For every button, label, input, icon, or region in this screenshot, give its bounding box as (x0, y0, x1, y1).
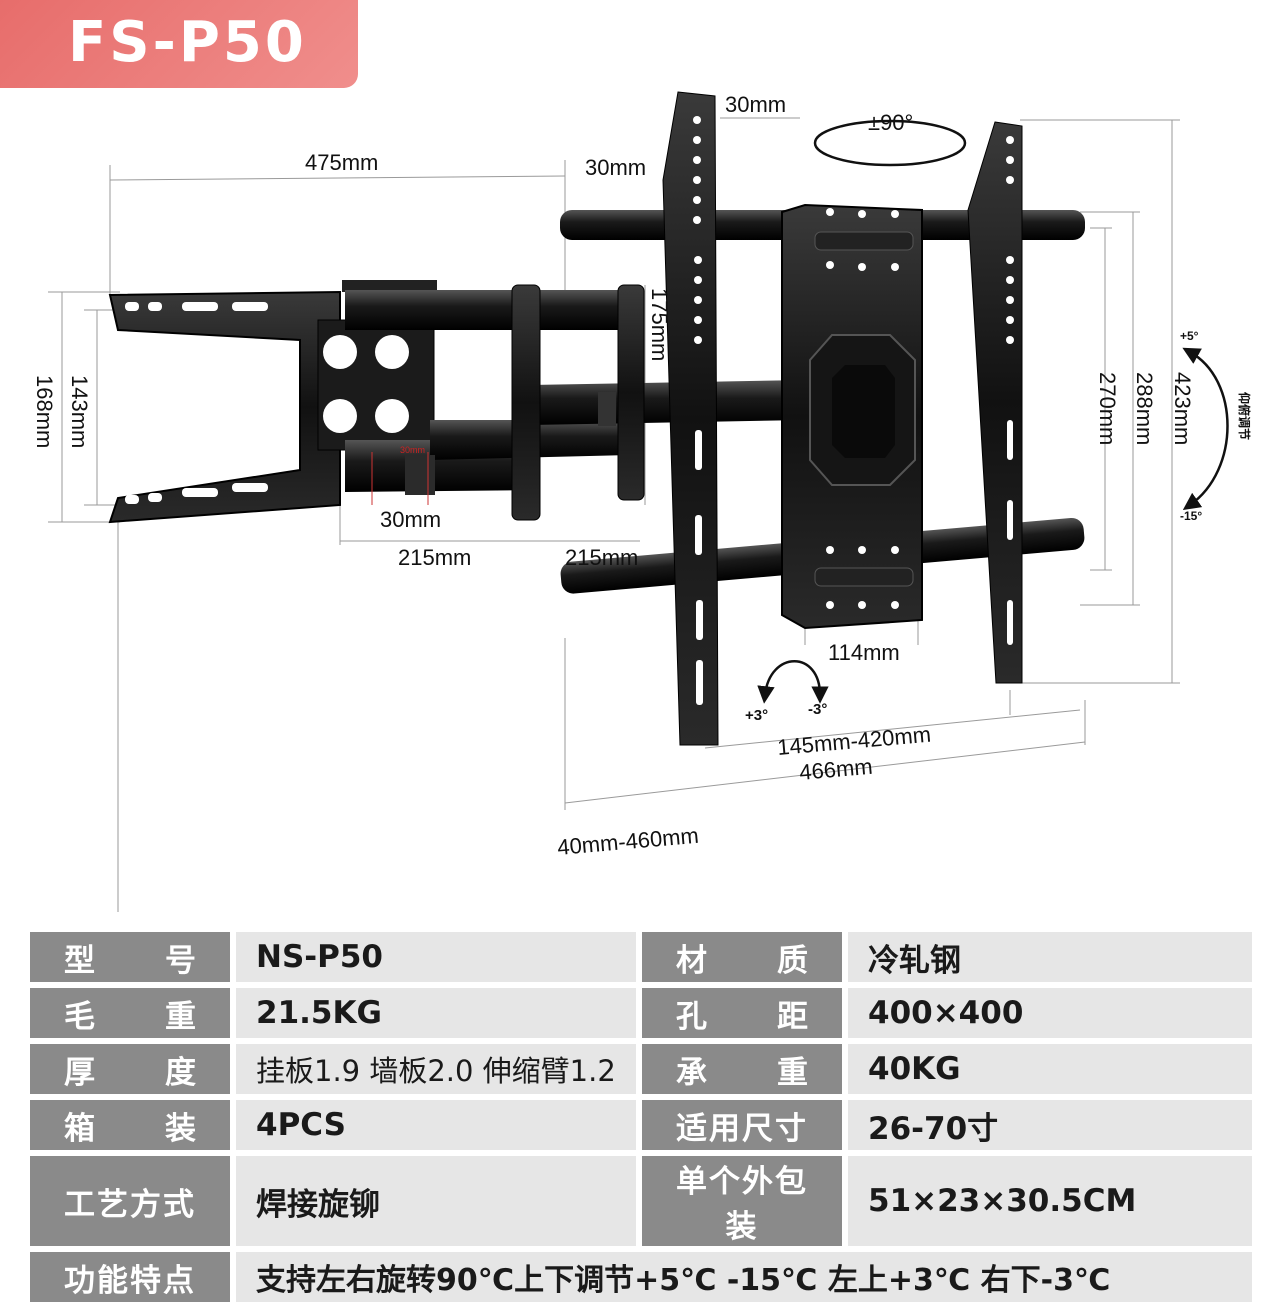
spec-row-packing: 箱装 4PCS 适用尺寸 26-70寸 (30, 1100, 1252, 1150)
spec-table: 型号 NS-P50 材质 冷轧钢 毛重 21.5KG 孔距 400×400 厚度… (30, 926, 1252, 1308)
value-packing: 4PCS (236, 1100, 636, 1150)
dim-total-width: 466mm (798, 754, 873, 785)
value-load: 40KG (848, 1044, 1252, 1094)
dim-arm-seg-1: 215mm (398, 545, 471, 570)
value-package: 51×23×30.5CM (848, 1156, 1252, 1246)
dim-tilt-down: -15° (1180, 509, 1202, 523)
dim-wall-outer: 168mm (32, 375, 57, 448)
label-process: 工艺方式 (30, 1156, 230, 1246)
dim-tilt-label: 仰俯调节 (1237, 392, 1252, 440)
value-thickness: 挂板1.9 墙板2.0 伸缩臂1.2 (236, 1044, 636, 1094)
dim-rotate: ±90° (868, 110, 913, 135)
rotation-arrows (757, 119, 1229, 704)
spec-row-weight: 毛重 21.5KG 孔距 400×400 (30, 988, 1252, 1038)
label-thickness: 厚度 (30, 1044, 230, 1094)
label-gross-weight: 毛重 (30, 988, 230, 1038)
dim-extension: 40mm-460mm (556, 823, 699, 860)
model-badge: FS-P50 (0, 0, 358, 88)
label-material: 材质 (642, 932, 842, 982)
label-packing: 箱装 (30, 1100, 230, 1150)
value-gross-weight: 21.5KG (236, 988, 636, 1038)
label-fit-size: 适用尺寸 (642, 1100, 842, 1150)
value-hole-spacing: 400×400 (848, 988, 1252, 1038)
value-fit-size: 26-70寸 (848, 1100, 1252, 1150)
label-load: 承重 (642, 1044, 842, 1094)
dimension-lines (48, 117, 1180, 912)
extension-arms (342, 280, 805, 521)
dim-plate-h-1: 270mm (1095, 372, 1120, 445)
model-title: FS-P50 (68, 10, 307, 75)
dim-tilt-up: +5° (1180, 329, 1199, 343)
dim-level-plus: +3° (745, 707, 768, 724)
dim-arm-height: 175mm (647, 288, 672, 361)
dim-arm-reach: 475mm (305, 150, 378, 175)
wall-plate (108, 290, 435, 524)
label-features: 功能特点 (30, 1252, 230, 1302)
label-model: 型号 (30, 932, 230, 982)
spec-row-features: 功能特点 支持左右旋转90℃上下调节+5℃ -15℃ 左上+3℃ 右下-3℃ (30, 1252, 1252, 1302)
spec-row-process: 工艺方式 焊接旋铆 单个外包装 51×23×30.5CM (30, 1156, 1252, 1246)
value-material: 冷轧钢 (848, 932, 1252, 982)
value-process: 焊接旋铆 (236, 1156, 636, 1246)
dim-plate-width: 114mm (828, 640, 900, 665)
tv-brackets (662, 91, 1023, 746)
dim-plate-offset-top: 30mm (725, 92, 786, 117)
dim-arm-small: 30mm (380, 507, 441, 532)
value-model: NS-P50 (236, 932, 636, 982)
dim-plate-h-2: 288mm (1132, 372, 1157, 445)
dim-plate-h-3: 423mm (1170, 372, 1195, 445)
label-hole-spacing: 孔距 (642, 988, 842, 1038)
dim-arm-small-red: 30mm (400, 445, 425, 455)
value-features: 支持左右旋转90℃上下调节+5℃ -15℃ 左上+3℃ 右下-3℃ (236, 1252, 1252, 1302)
label-package: 单个外包装 (642, 1156, 842, 1246)
center-plate (781, 203, 923, 630)
spec-row-thickness: 厚度 挂板1.9 墙板2.0 伸缩臂1.2 承重 40KG (30, 1044, 1252, 1094)
dim-wall-inner: 143mm (67, 375, 92, 448)
tv-mount-diagram: 475mm 30mm 30mm ±90° 175mm 143mm 168mm 3… (32, 91, 1252, 912)
spec-row-model: 型号 NS-P50 材质 冷轧钢 (30, 932, 1252, 982)
dim-plate-offset-mid: 30mm (585, 155, 646, 180)
dim-arm-seg-2: 215mm (565, 545, 638, 570)
dim-level-minus: -3° (808, 701, 827, 718)
